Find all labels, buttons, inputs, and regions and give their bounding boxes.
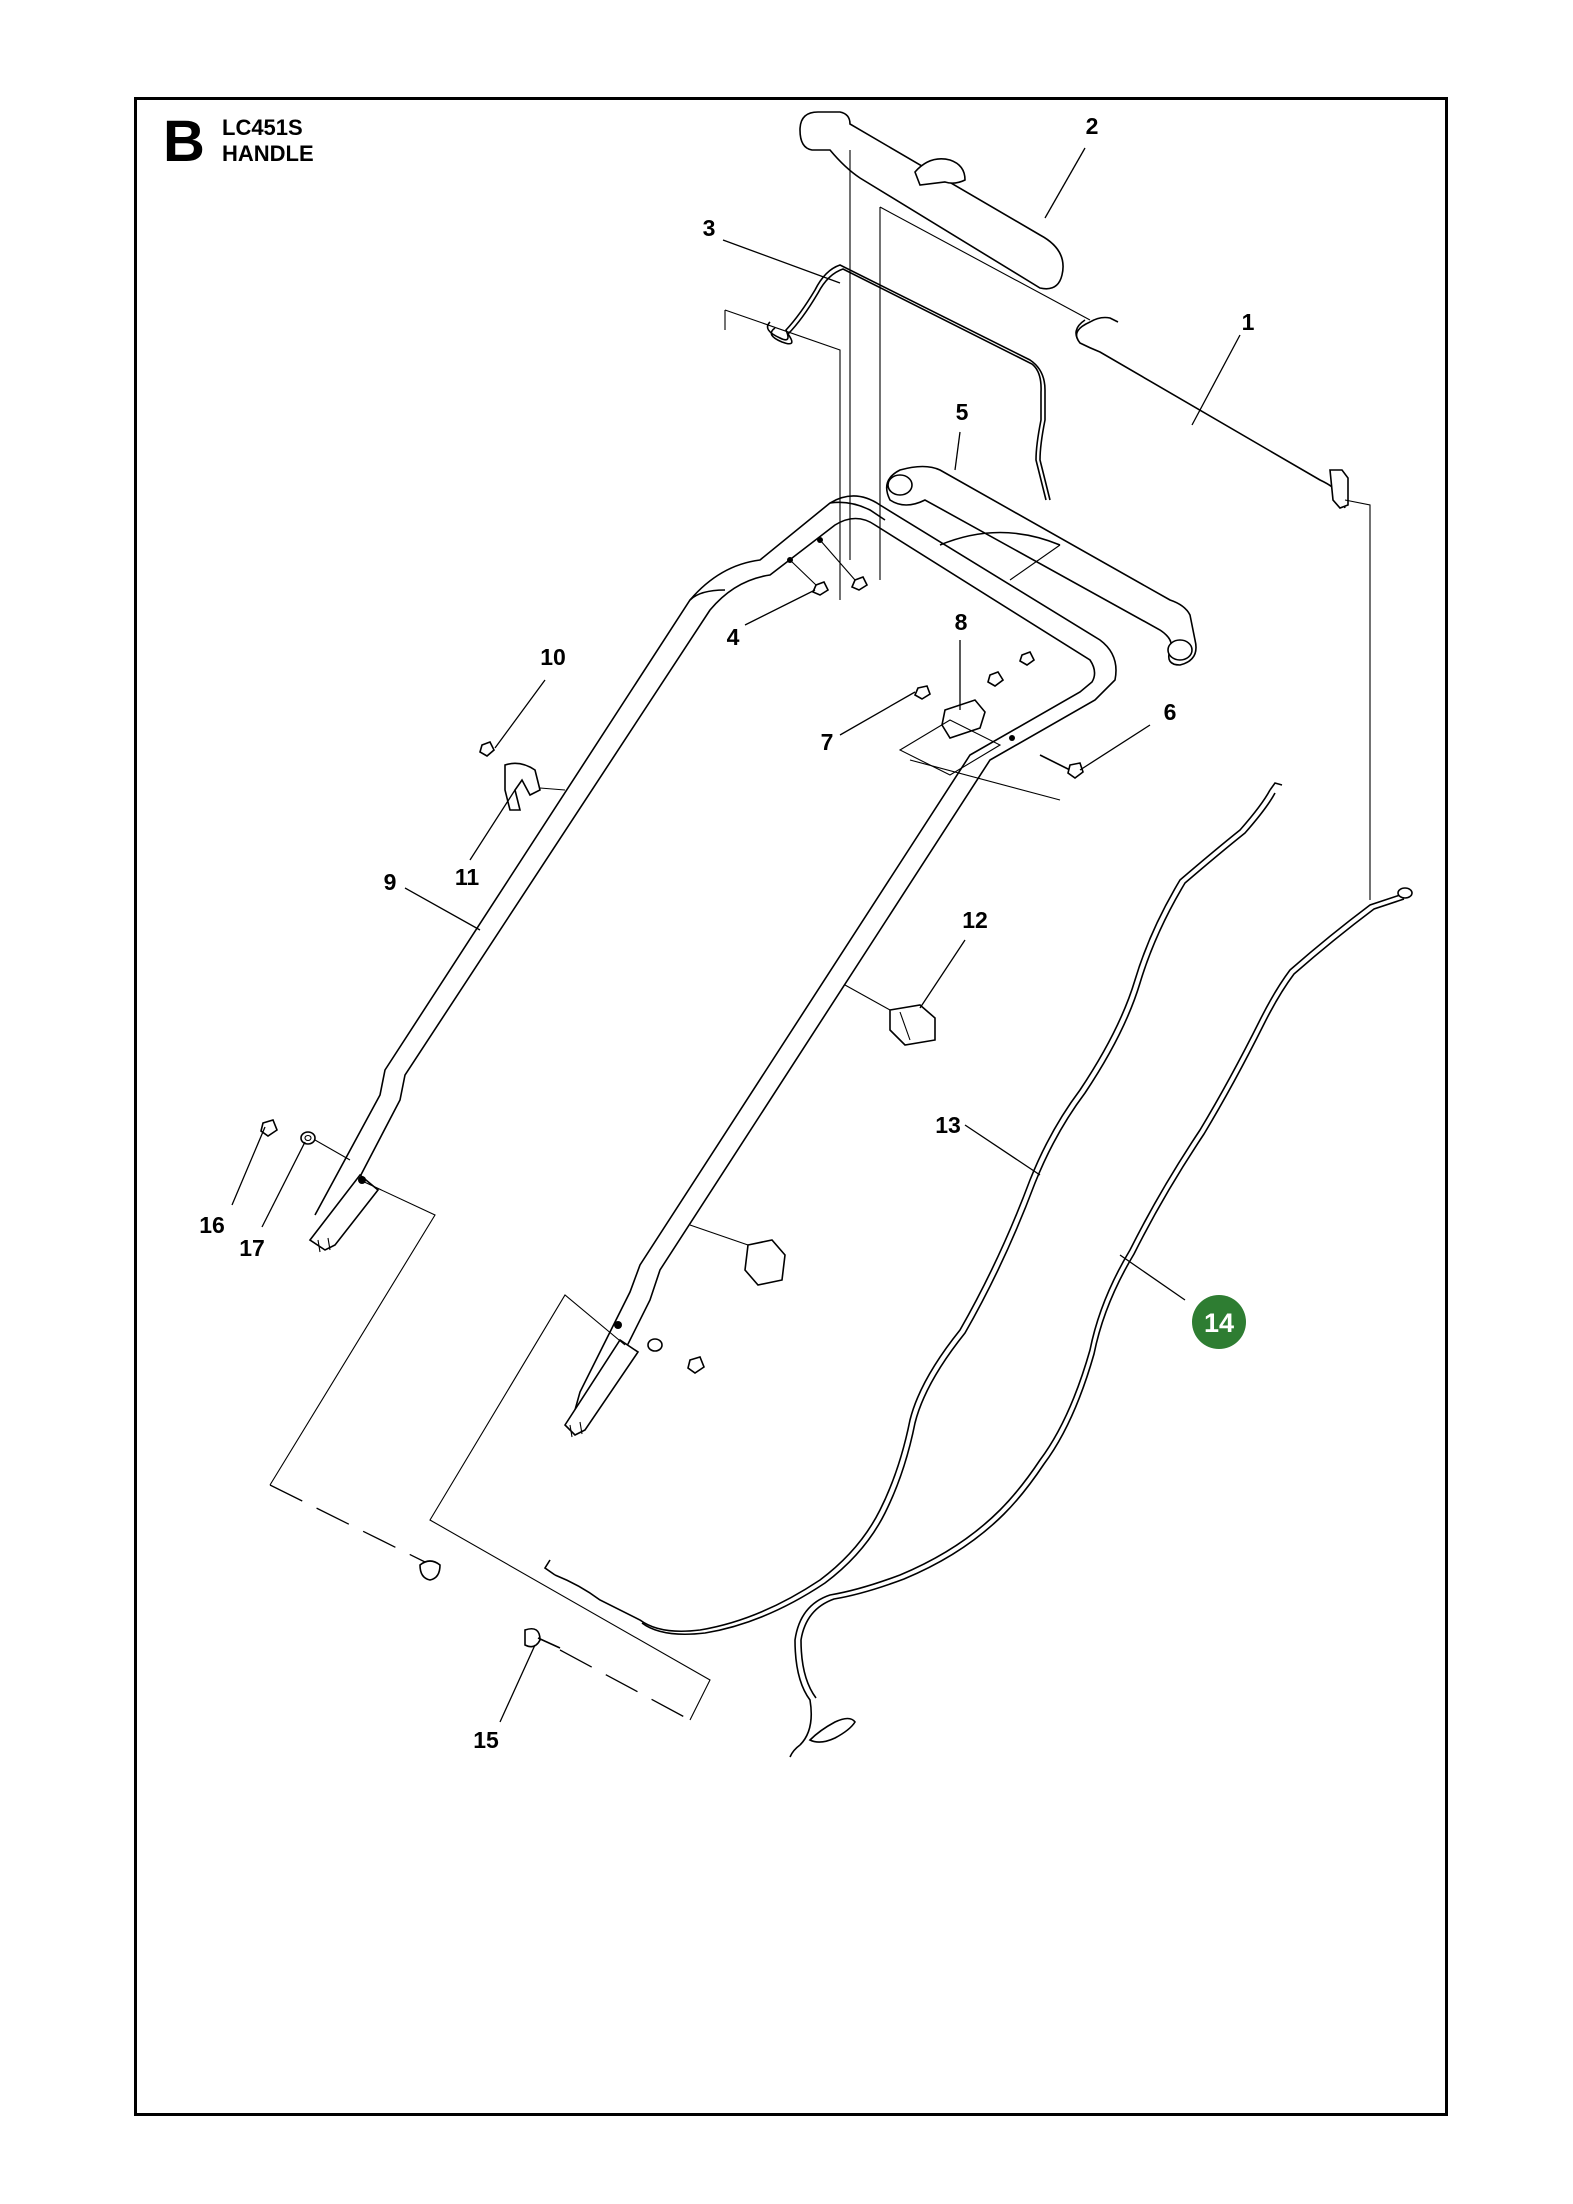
callout-17: 17 xyxy=(239,1235,265,1261)
callout-8: 8 xyxy=(955,609,968,635)
callout-3: 3 xyxy=(703,215,716,241)
part-7-nut xyxy=(913,685,931,700)
part-8-bracket xyxy=(898,699,1061,801)
callout-labels: 2 1 3 4 5 6 7 8 9 10 11 12 13 15 16 17 xyxy=(199,113,1254,1753)
part-2-handle-grip xyxy=(799,111,1064,290)
part-16-nut xyxy=(260,1119,278,1137)
part-3-control-rod xyxy=(766,264,1051,501)
callout-14-highlight[interactable]: 14 xyxy=(1192,1295,1246,1349)
callout-10: 10 xyxy=(540,644,566,670)
bolt-left xyxy=(419,1560,441,1581)
part-17-washer xyxy=(300,1131,351,1161)
handle-bottom-left-end xyxy=(308,1173,380,1253)
part-15-bolt xyxy=(524,1627,561,1649)
section-title: HANDLE xyxy=(222,141,314,166)
part-11-clip xyxy=(504,762,566,811)
callout-11: 11 xyxy=(455,864,480,890)
lower-right-fasteners xyxy=(647,1338,705,1374)
callout-5: 5 xyxy=(956,399,969,425)
part-6-screw xyxy=(987,650,1084,779)
part-1-cable xyxy=(1075,316,1371,900)
callout-1: 1 xyxy=(1242,309,1255,335)
part-5-crossbar xyxy=(885,465,1197,666)
handle-bottom-right-end xyxy=(563,1321,640,1438)
leader-lines xyxy=(231,147,1241,1723)
part-10-screw xyxy=(479,740,495,757)
callout-16: 16 xyxy=(199,1212,225,1238)
model-code: LC451S xyxy=(222,115,303,140)
alignment-lines-upper xyxy=(724,150,1091,600)
callout-13: 13 xyxy=(935,1112,961,1138)
part-14-cable xyxy=(789,887,1413,1758)
callout-9: 9 xyxy=(384,869,397,895)
part-12-cable-clip xyxy=(844,984,936,1046)
callout-4: 4 xyxy=(727,624,740,650)
assembly-lines-lower xyxy=(269,1179,711,1721)
callout-12: 12 xyxy=(962,907,988,933)
callout-15: 15 xyxy=(473,1727,499,1753)
callout-14[interactable]: 14 xyxy=(1204,1308,1234,1338)
part-4-nuts xyxy=(787,537,869,596)
section-letter: B xyxy=(163,109,205,174)
part-13-cable xyxy=(543,782,1283,1636)
callout-6: 6 xyxy=(1164,699,1177,725)
callout-2: 2 xyxy=(1086,113,1099,139)
callout-7: 7 xyxy=(821,729,834,755)
diagram-frame xyxy=(134,97,1448,2116)
cable-clip-lower xyxy=(689,1224,786,1286)
part-9-main-handle xyxy=(314,495,1117,1416)
